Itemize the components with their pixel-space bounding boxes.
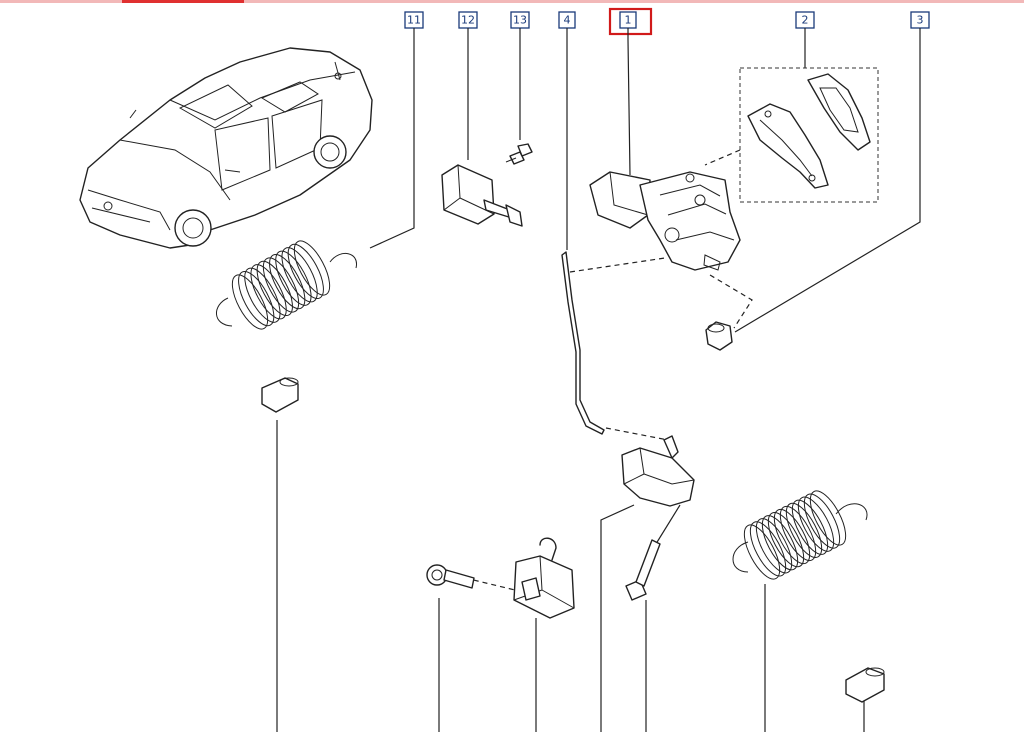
part-spring-lower[interactable] (732, 486, 868, 584)
part-bumper-left[interactable] (261, 377, 299, 413)
spring-coil (779, 505, 817, 562)
callout-13-text: 13 (513, 14, 527, 27)
part-11-spring-upper[interactable] (216, 236, 357, 334)
callout-2[interactable]: 2 (795, 11, 815, 29)
spring-coil (293, 240, 331, 296)
spring-coil (262, 257, 300, 313)
callout-4[interactable]: 4 (558, 11, 576, 29)
spring-coil (809, 490, 847, 546)
selected-callout-highlight (608, 7, 653, 36)
leader-lines (276, 28, 921, 732)
spring-coil (749, 521, 787, 577)
spring-coil (256, 260, 293, 316)
part-12-actuator[interactable] (441, 164, 523, 227)
car-illustration (79, 47, 373, 249)
top-accent-bar (0, 0, 1024, 3)
spring-coil (791, 499, 829, 555)
spring-coil (238, 271, 275, 327)
part-13-screw[interactable] (505, 143, 533, 165)
spring-coil (785, 502, 823, 558)
callout-12[interactable]: 12 (458, 11, 478, 29)
callout-3[interactable]: 3 (910, 11, 930, 29)
spring-coil (767, 512, 805, 568)
spring-coil (231, 274, 269, 330)
part-long-screw[interactable] (625, 539, 661, 601)
part-clip[interactable] (513, 537, 575, 619)
callout-2-text: 2 (802, 14, 809, 27)
callout-3-text: 3 (917, 14, 924, 27)
part-2-bracket-group[interactable] (704, 67, 879, 203)
callout-4-text: 4 (564, 14, 571, 27)
dashed-connectors (464, 257, 753, 591)
callout-13[interactable]: 13 (510, 11, 530, 29)
spring-coil (803, 493, 841, 549)
spring-coil (250, 264, 287, 320)
part-bolt[interactable] (426, 564, 475, 589)
spring-coil (755, 518, 793, 574)
callout-11-text: 11 (407, 14, 421, 27)
part-1-motor-assembly[interactable] (589, 171, 741, 271)
callout-1[interactable]: 1 (608, 7, 653, 36)
spring-coil (287, 243, 324, 299)
spring-coil (773, 508, 811, 565)
spring-coil (269, 254, 306, 310)
spring-coil (761, 515, 799, 571)
spring-coil (244, 267, 281, 323)
part-bumper-right[interactable] (845, 667, 885, 703)
part-4-rod[interactable] (561, 251, 605, 435)
spring-coil (797, 496, 835, 552)
callout-12-text: 12 (461, 14, 475, 27)
spring-coil (275, 250, 312, 306)
part-3-grommet[interactable] (705, 321, 733, 351)
callout-1-text: 1 (625, 14, 632, 27)
active-tab-indicator (122, 0, 244, 3)
spring-coil (743, 524, 781, 580)
part-latch[interactable] (621, 435, 695, 507)
spring-coil (281, 247, 318, 303)
callout-11[interactable]: 11 (404, 11, 424, 29)
